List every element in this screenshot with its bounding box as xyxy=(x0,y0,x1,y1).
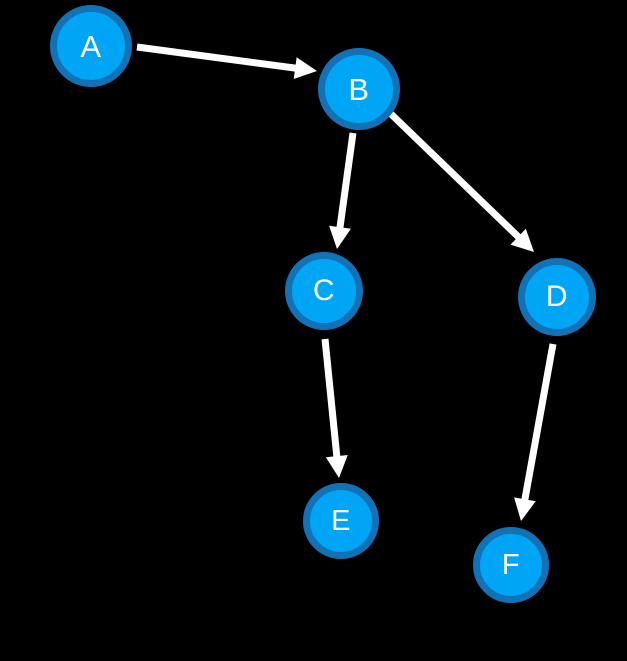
node-label: E xyxy=(331,504,351,537)
node-label: A xyxy=(80,28,102,64)
graph-node-a[interactable]: A xyxy=(50,5,132,87)
graph-node-b[interactable]: B xyxy=(318,48,400,130)
arrowhead-icon xyxy=(329,225,351,249)
edge-line xyxy=(520,343,557,504)
edge-a-b[interactable] xyxy=(136,43,317,79)
graph-node-e[interactable]: E xyxy=(303,483,379,559)
arrowhead-icon xyxy=(293,57,317,79)
edge-d-f[interactable] xyxy=(514,343,557,521)
node-label: C xyxy=(312,274,336,307)
edge-c-e[interactable] xyxy=(321,338,348,478)
arrowhead-icon xyxy=(514,497,536,521)
edge-b-d[interactable] xyxy=(388,111,534,252)
node-label: F xyxy=(501,548,521,581)
graph-node-d[interactable]: D xyxy=(518,258,596,336)
arrowhead-icon xyxy=(510,228,534,252)
edge-line xyxy=(136,43,300,73)
edge-line xyxy=(321,338,341,461)
arrowhead-icon xyxy=(325,455,348,478)
node-label: B xyxy=(348,71,370,107)
edge-b-c[interactable] xyxy=(329,132,357,249)
node-label: D xyxy=(545,280,569,313)
edge-line xyxy=(388,111,524,243)
graph-node-c[interactable]: C xyxy=(285,252,363,330)
edge-line xyxy=(335,132,357,232)
graph-node-f[interactable]: F xyxy=(473,527,549,603)
